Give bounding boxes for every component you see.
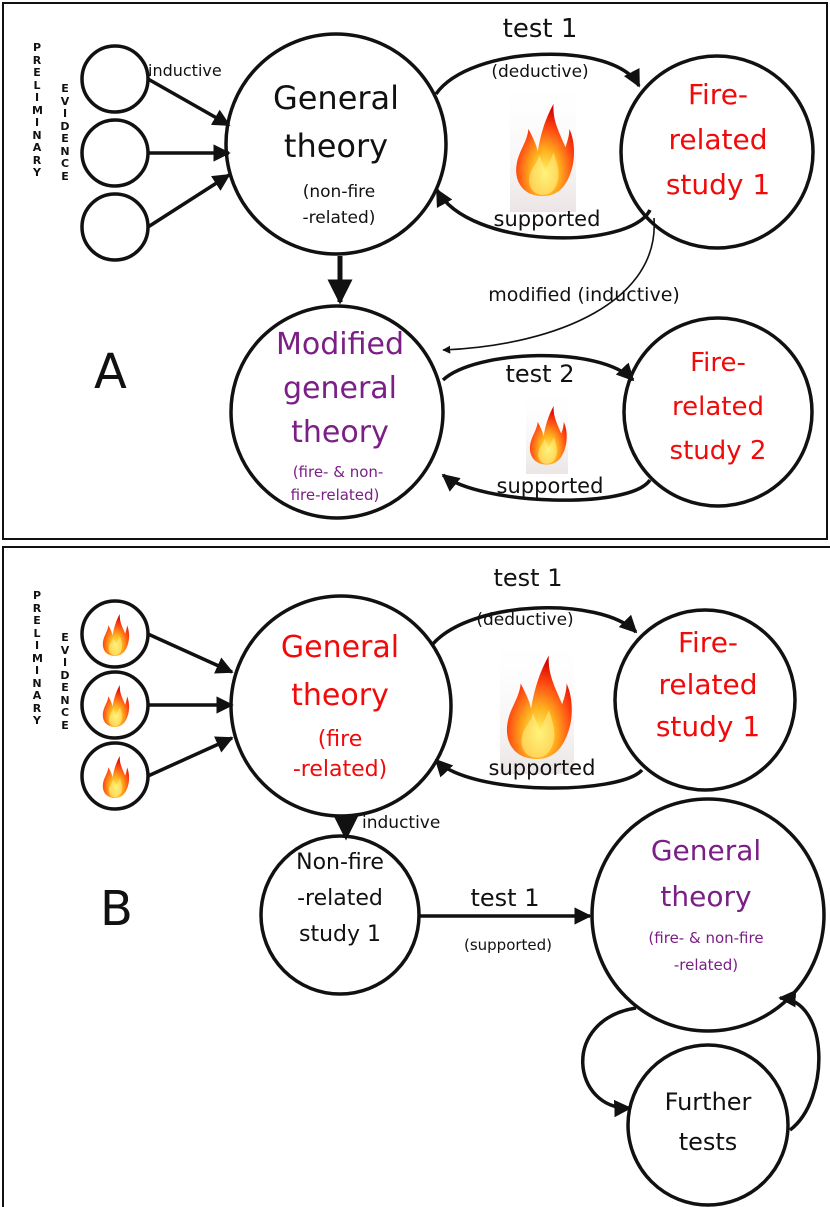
general-theory-title-a2: theory bbox=[283, 127, 389, 165]
deductive-label-b: (deductive) bbox=[476, 610, 574, 630]
test2-label-a: test 2 bbox=[505, 360, 575, 388]
preliminary-label-b: P R E L I M I N A R Y bbox=[32, 589, 43, 727]
arrow-evidence-1-b bbox=[147, 632, 234, 674]
general-theory-b-line1: General bbox=[280, 630, 400, 665]
arrow-modified-a bbox=[442, 217, 655, 354]
general-theory-sub-a2: -related) bbox=[302, 208, 376, 228]
fire-study-1-a-line3: study 1 bbox=[665, 168, 771, 201]
arrow-evidence-3-a bbox=[147, 173, 231, 229]
test1-label-a: test 1 bbox=[502, 14, 578, 44]
fire-study-1-node-a bbox=[619, 54, 815, 250]
fire-study-1-b-line3: study 1 bbox=[655, 710, 761, 743]
general-theory-b-sub1: (fire bbox=[317, 727, 363, 752]
general-theory-2-node-b bbox=[590, 797, 826, 1033]
arrow-to-further-tests bbox=[581, 1006, 637, 1118]
evidence-circle-a3 bbox=[80, 192, 150, 262]
panel-a-letter: A bbox=[94, 344, 127, 400]
panel-b-letter: B bbox=[100, 881, 133, 937]
fire-study-2-a-line3: study 2 bbox=[669, 436, 767, 466]
fire-study-1-a-line2: related bbox=[668, 123, 768, 156]
evidence-label-b: E V I D E N C E bbox=[60, 631, 70, 732]
fire-study-2-a-line2: related bbox=[672, 392, 764, 422]
evidence-circle-a1 bbox=[80, 44, 150, 114]
supported-label-b: supported bbox=[488, 756, 596, 780]
supported-label-a2: supported bbox=[496, 474, 604, 498]
test1-label-b2: test 1 bbox=[470, 884, 540, 912]
inductive-label-a: inductive bbox=[148, 61, 222, 80]
modified-theory-sub1: (fire- & non- bbox=[292, 463, 384, 481]
general-theory-sub-a1: (non-fire bbox=[302, 182, 376, 202]
further-tests-node-b bbox=[626, 1043, 790, 1207]
panel-b-frame bbox=[2, 546, 830, 1207]
general-theory-2-line1: General bbox=[650, 834, 762, 867]
nonfire-study-line3: study 1 bbox=[298, 922, 382, 947]
general-theory-2-line2: theory bbox=[660, 880, 752, 913]
arrow-supported-2-a bbox=[441, 473, 652, 502]
fire-study-1-node-b bbox=[613, 608, 797, 792]
further-tests-line1: Further bbox=[664, 1088, 752, 1116]
modified-theory-line2: general bbox=[282, 371, 398, 406]
evidence-circle-a2 bbox=[80, 118, 150, 188]
general-theory-title-a1: General bbox=[272, 79, 400, 117]
fire-study-2-a-line1: Fire- bbox=[690, 348, 746, 378]
test1-label-b: test 1 bbox=[493, 564, 563, 592]
supported-paren-label-b: (supported) bbox=[463, 936, 553, 954]
modified-inductive-label: modified (inductive) bbox=[488, 284, 680, 306]
nonfire-study-line2: -related bbox=[297, 886, 383, 911]
further-tests-line2: tests bbox=[678, 1128, 738, 1156]
fire-study-2-node-a bbox=[622, 316, 814, 508]
modified-theory-line1: Modified bbox=[275, 327, 405, 362]
preliminary-label-a: P R E L I M I N A R Y bbox=[32, 41, 43, 179]
modified-theory-sub2: fire-related) bbox=[290, 486, 380, 504]
fire-study-1-a-line1: Fire- bbox=[687, 78, 749, 111]
nonfire-study-line1: Non-fire bbox=[296, 850, 384, 875]
deductive-label-a: (deductive) bbox=[491, 62, 589, 82]
arrow-test1-a bbox=[434, 52, 641, 96]
modified-theory-node-a bbox=[229, 304, 445, 520]
modified-theory-line3: theory bbox=[291, 415, 389, 450]
general-theory-b-line2: theory bbox=[291, 678, 389, 713]
fire-study-1-b-line2: related bbox=[658, 668, 758, 701]
inductive-label-b: inductive bbox=[362, 813, 441, 833]
general-theory-b-sub2: -related) bbox=[292, 757, 388, 782]
fire-study-1-b-line1: Fire- bbox=[677, 626, 739, 659]
arrow-supported-1-a bbox=[435, 188, 652, 240]
arrow-test1-b bbox=[430, 606, 638, 647]
arrow-supported-b bbox=[434, 758, 644, 790]
arrow-evidence-3-b bbox=[147, 736, 234, 778]
general-theory-node-a bbox=[224, 32, 448, 256]
evidence-label-a: E V I D E N C E bbox=[60, 82, 70, 183]
arrow-evidence-1-a bbox=[147, 77, 231, 127]
arrow-from-further-tests bbox=[778, 989, 821, 1132]
general-theory-2-sub1: (fire- & non-fire bbox=[648, 929, 764, 947]
arrow-test2-a bbox=[441, 353, 635, 382]
supported-label-a1: supported bbox=[493, 207, 601, 231]
general-theory-2-sub2: -related) bbox=[673, 956, 739, 974]
